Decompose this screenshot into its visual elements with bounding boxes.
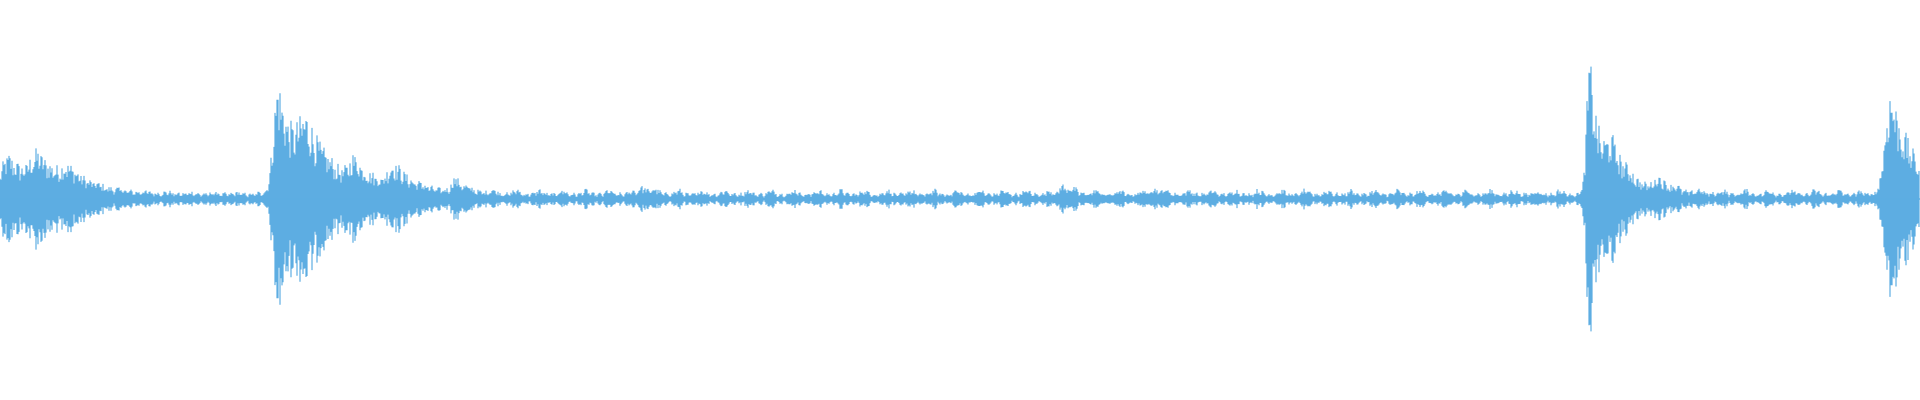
waveform-svg bbox=[0, 66, 1920, 332]
audio-waveform bbox=[0, 66, 1920, 332]
